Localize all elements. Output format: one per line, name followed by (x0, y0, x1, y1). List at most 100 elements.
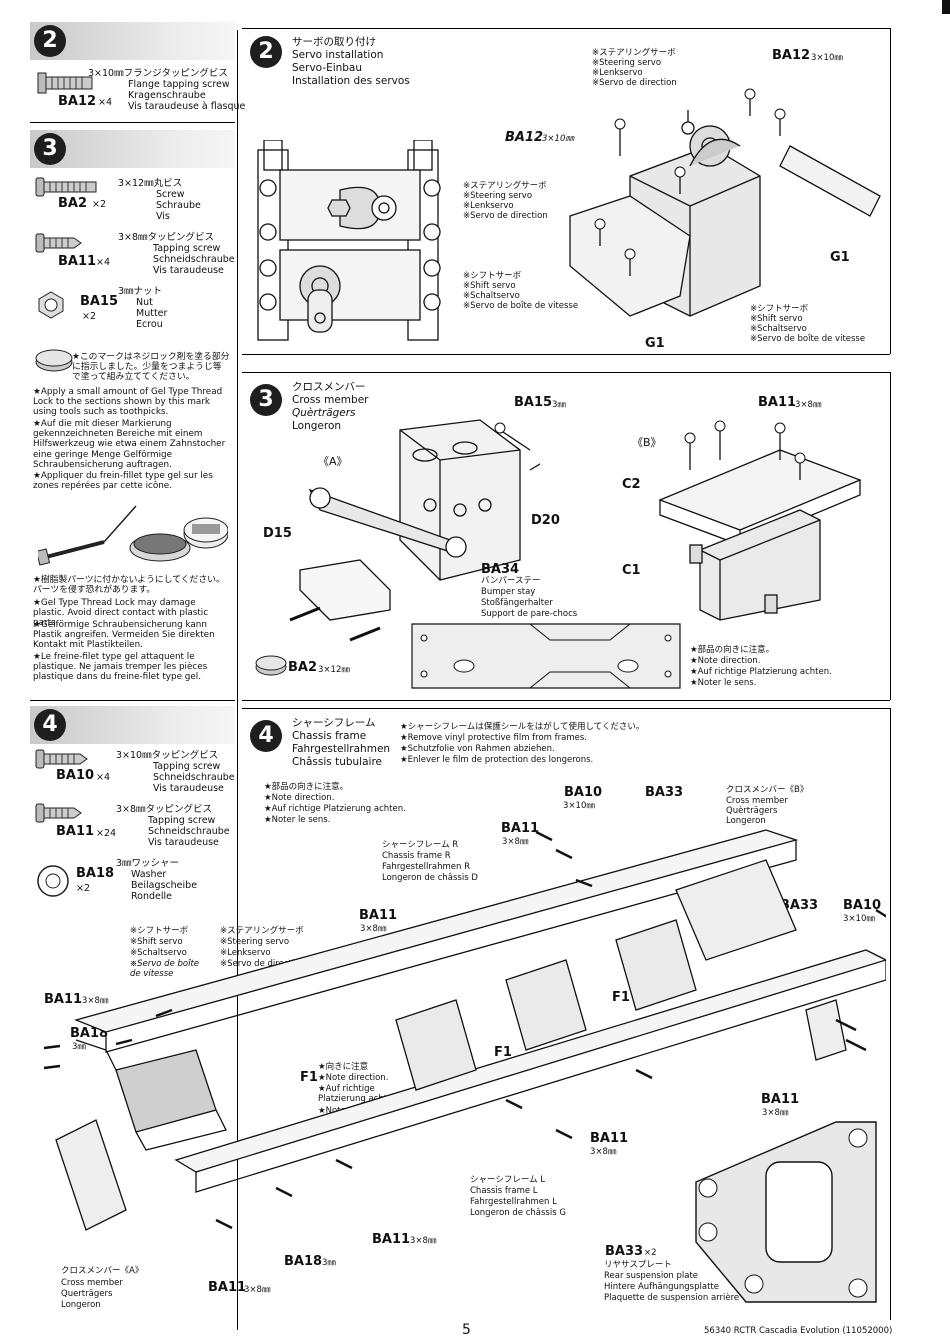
shift-label-jp: ※シフトサーボ (463, 271, 522, 281)
g1-label-2: G1 (645, 336, 665, 351)
steer-label-fr: ※Servo de direction (463, 211, 548, 221)
ba33-label-3: BA33 (605, 1244, 644, 1259)
shift-servo-de: ※Schaltservo (130, 948, 187, 958)
warning-note-jp: ★樹脂製パーツに付かないようにしてください。パーツを侵す恐れがあります。 (33, 575, 225, 596)
warning-note-fr: ★Le freine-filet type gel attaquent le p… (33, 652, 208, 683)
cross-member-b-de: Quèrträgers (726, 806, 778, 816)
step2-title-jp: サーボの取り付け (292, 36, 376, 48)
cross-member-b-illustration (658, 420, 862, 621)
part-de: Kragenschraube (128, 90, 206, 101)
f1-note-en: ★Note direction. (318, 1073, 389, 1083)
steer-label-en: ※Steering servo (463, 191, 533, 201)
ba10-label-2: BA10 (843, 898, 882, 913)
ba11-label: BA11 (758, 395, 797, 410)
direction-note-en: ★Note direction. (690, 656, 761, 666)
frame-r-fr: Longeron de châssis D (382, 873, 478, 883)
frame-l-jp: シャーシフレーム L (470, 1175, 546, 1185)
part-de: Schneidschraube (153, 254, 235, 265)
steer-label-jp-2: ※ステアリングサーボ (592, 48, 676, 58)
part-jp: 3×10㎜フランジタッピングビス (88, 68, 228, 79)
direction-note-jp: ★部品の向きに注意。 (264, 782, 349, 792)
part-en: Flange tapping screw (128, 79, 230, 90)
bumper-stay-illustration (411, 623, 681, 689)
steer-label-de-2: ※Lenkservo (592, 68, 643, 78)
part-de: Beilagscheibe (131, 880, 198, 891)
side-step4-number: 4 (34, 709, 66, 741)
part-jp: 3×8㎜タッピングビス (116, 804, 213, 815)
tapping-screw-icon (35, 803, 82, 823)
thread-lock-icon (35, 349, 73, 372)
cross-member-a-jp: クロスメンバー《A》 (61, 1266, 144, 1276)
shift-label-fr-2: ※Servo de boîte de vitesse (750, 334, 866, 344)
shift-label-de: ※Schaltservo (463, 291, 520, 301)
ba34-jp: バンパーステー (481, 576, 541, 586)
d20-label: D20 (531, 513, 560, 528)
part-en: Tapping screw (153, 761, 221, 772)
part-code: BA11 (58, 254, 97, 269)
ba34-fr: Support de pare-chocs (481, 609, 578, 619)
c2-label: C2 (622, 477, 641, 492)
steer-servo-de: ※Lenkservo (220, 948, 271, 958)
part-code: BA11 (56, 824, 95, 839)
shift-servo-jp: ※シフトサーボ (130, 926, 189, 936)
shift-label-de-2: ※Schaltservo (750, 324, 807, 334)
ba10-size: 3×10㎜ (563, 801, 595, 811)
ba18-size: 3㎜ (72, 1042, 86, 1052)
shift-servo-fr: ※Servo de boîte de vitesse (130, 959, 200, 979)
direction-note-jp: ★部品の向きに注意。 (690, 645, 775, 655)
ba10-size-2: 3×10㎜ (843, 914, 875, 924)
ba11-size-5: 3×8㎜ (590, 1147, 617, 1157)
ba18-label: BA18 (70, 1026, 109, 1041)
ba2-label: BA2 (288, 660, 318, 675)
step4-title-fr: Châssis tubulaire (292, 756, 382, 768)
tapping-screw-icon (35, 233, 82, 253)
side-step3-number: 3 (34, 133, 66, 165)
cross-member-a-de: Querträgers (61, 1289, 113, 1299)
steer-label-jp: ※ステアリングサーボ (463, 181, 547, 191)
f1-label-3: F1 (300, 1070, 318, 1085)
part-de: Schraube (156, 200, 201, 211)
f1-note-de: ★Auf richtige Platzierung achten. (318, 1084, 401, 1104)
ba11-size-6: 3×8㎜ (410, 1236, 437, 1246)
ba11-size-4: 3×8㎜ (762, 1108, 789, 1118)
ba11-size-3: 3×8㎜ (82, 996, 109, 1006)
servo-assembly-illustration (569, 88, 881, 317)
part-fr: Vis taraudeuse (153, 265, 224, 276)
cross-member-a-fr: Longeron (61, 1300, 101, 1310)
part-fr: Ecrou (136, 319, 163, 330)
part-fr: Vis taraudeuse (153, 783, 224, 794)
ba15-size: 3㎜ (552, 400, 566, 410)
f1-label: F1 (612, 990, 630, 1005)
ba11-label: BA11 (501, 821, 540, 836)
ba11-size: 3×8㎜ (502, 837, 529, 847)
document-code: 56340 RCTR Cascadia Evolution (11052000) (704, 1326, 893, 1336)
part-qty: ×2 (76, 883, 91, 894)
threadlock-application-illustration (38, 505, 228, 566)
direction-note-de: ★Auf richtige Platzierung achten. (690, 667, 832, 677)
direction-note-fr: ★Noter le sens. (690, 678, 757, 688)
part-fr: Rondelle (131, 891, 173, 902)
flange-screw-icon (37, 72, 93, 94)
part-code: BA18 (76, 866, 115, 881)
ba11-label-7: BA11 (208, 1280, 247, 1295)
ba11-size-7: 3×8㎜ (244, 1285, 271, 1295)
step3-title-jp: クロスメンバー (292, 381, 366, 393)
ba15-label: BA15 (514, 395, 553, 410)
film-note-jp: ★シャーシフレームは保護シールをはがして使用してください。 (400, 722, 645, 732)
cross-member-a-en: Cross member (61, 1278, 123, 1288)
direction-note-de: ★Auf richtige Platzierung achten. (264, 804, 406, 814)
direction-note-fr: ★Noter le sens. (264, 815, 331, 825)
step2-title-fr: Installation des servos (292, 75, 410, 87)
threadlock-note-jp: ★このマークはネジロック剤を塗る部分に指示しました。少量をつまようじ等で塗って組… (72, 352, 230, 383)
shift-label-fr: ※Servo de boîte de vitesse (463, 301, 579, 311)
ba12-label-2: BA12 (505, 130, 544, 145)
film-note-en: ★Remove vinyl protective film from frame… (400, 733, 587, 743)
part-fr: Vis taraudeuse (148, 837, 219, 848)
steer-label-fr-2: ※Servo de direction (592, 78, 677, 88)
part-de: Schneidschraube (148, 826, 230, 837)
part-code: BA12 (58, 94, 97, 109)
part-jp: 3×10㎜タッピングビス (116, 750, 219, 761)
step3-title-fr: Longeron (292, 420, 342, 432)
chassis-frame-illustration (43, 829, 886, 1231)
step4-title-en: Chassis frame (292, 730, 367, 742)
